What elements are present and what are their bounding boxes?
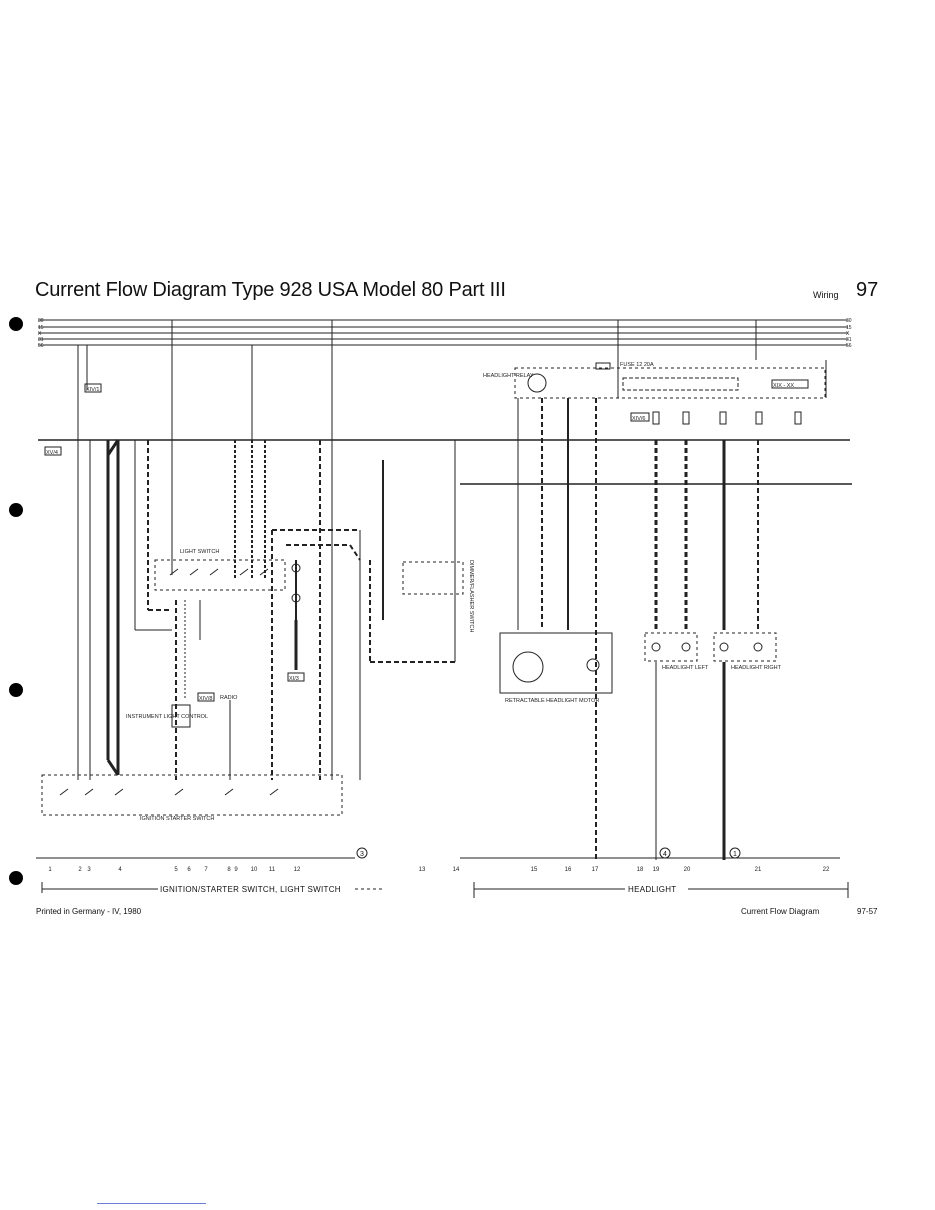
track-number: 22 xyxy=(823,867,830,873)
binder-hole-4 xyxy=(9,871,23,885)
bus-label-31-right: 31 xyxy=(846,337,852,343)
track-number: 3 xyxy=(87,867,91,873)
bottom-link-line xyxy=(97,1203,206,1204)
bus-label-56: 56 xyxy=(38,343,44,349)
fuse-12-label: FUSE 12 20A xyxy=(620,362,654,368)
headlight-left-box xyxy=(644,632,698,662)
bus-label-30-right: 30 xyxy=(846,318,852,324)
track-number: 15 xyxy=(531,867,538,873)
track-number: 14 xyxy=(453,867,460,873)
fuse-right-low xyxy=(719,411,727,425)
bus-label-30: 30 xyxy=(38,318,44,324)
headlight-left-label: HEADLIGHT LEFT xyxy=(662,665,709,671)
track-number: 5 xyxy=(174,867,178,873)
light-switch-label: LIGHT SWITCH xyxy=(180,549,219,555)
radio-label: RADIO xyxy=(220,695,238,701)
bus-label-15-right: 15 xyxy=(846,325,852,331)
track-number: 16 xyxy=(565,867,572,873)
track-number: 6 xyxy=(187,867,191,873)
track-number: 19 xyxy=(653,867,660,873)
footer-printed: Printed in Germany - IV, 1980 xyxy=(36,907,142,916)
bus-label-31: 31 xyxy=(38,337,44,343)
ignition-switch-label: IGNITION STARTER SWITCH xyxy=(140,816,214,822)
bus-label-56-right: 56 xyxy=(846,343,852,349)
motor-symbol xyxy=(512,651,544,683)
page-number: 97 xyxy=(856,279,879,301)
instr-light-rheostat xyxy=(171,704,191,728)
lamp-symbols xyxy=(651,642,763,652)
track-number: 2 xyxy=(78,867,82,873)
relay-coil xyxy=(527,373,547,393)
track-number: 8 xyxy=(227,867,231,873)
retractable-motor-label: RETRACTABLE HEADLIGHT MOTOR xyxy=(505,698,599,704)
connector-tag: XIX - XX xyxy=(773,383,794,389)
light-switch-block xyxy=(154,559,286,591)
track-number: 10 xyxy=(251,867,258,873)
binder-hole-3 xyxy=(9,683,23,697)
connector-tag: XI/3 xyxy=(289,676,299,682)
instr-light-control-label: INSTRUMENT LIGHT CONTROL xyxy=(126,714,208,720)
dimmer-switch-label: DIMMER/FLASHER SWITCH xyxy=(468,560,474,632)
fuse-12 xyxy=(595,362,611,370)
section-label: Wiring xyxy=(813,290,839,300)
fuse-left-high xyxy=(682,411,690,425)
track-number: 7 xyxy=(204,867,208,873)
track-number: 17 xyxy=(592,867,599,873)
track-number: 9 xyxy=(234,867,238,873)
connector-tag: XIV/8 xyxy=(199,696,212,702)
fuse-right-high xyxy=(755,411,763,425)
track-number: 1 xyxy=(48,867,52,873)
bus-label-15: 15 xyxy=(38,325,44,331)
track-number: 4 xyxy=(118,867,122,873)
group-label-ignition: IGNITION/STARTER SWITCH, LIGHT SWITCH xyxy=(160,885,341,894)
fuse-left-low xyxy=(652,411,660,425)
ignition-switch-block xyxy=(41,774,343,816)
headlight-right-label: HEADLIGHT RIGHT xyxy=(731,665,782,671)
binder-hole-2 xyxy=(9,503,23,517)
track-number: 21 xyxy=(755,867,762,873)
relay-block xyxy=(514,367,826,399)
retractable-motor-box xyxy=(499,632,613,694)
connector-tag: XIV/6 xyxy=(632,416,645,422)
headlight-relay-label: HEADLIGHT RELAY xyxy=(483,373,534,379)
footer-code: 97-57 xyxy=(857,907,878,916)
connector-tag: XIV/1 xyxy=(86,387,99,393)
reference-mark: 1 xyxy=(733,851,737,858)
bus-label-x-right: X xyxy=(846,331,850,337)
reference-mark: 3 xyxy=(360,851,364,858)
fuse-spare xyxy=(794,411,802,425)
track-number: 18 xyxy=(637,867,644,873)
switch-contacts xyxy=(59,568,279,796)
dimmer-switch-block xyxy=(402,561,464,595)
track-number: 12 xyxy=(294,867,301,873)
reference-mark: 4 xyxy=(663,851,667,858)
track-number: 20 xyxy=(684,867,691,873)
footer-doc-name: Current Flow Diagram xyxy=(741,907,820,916)
connector-tag: XV/4 xyxy=(46,450,58,456)
bus-label-x: X xyxy=(38,331,42,337)
track-number: 11 xyxy=(269,867,276,873)
group-label-headlight: HEADLIGHT xyxy=(628,885,677,894)
page-title: Current Flow Diagram Type 928 USA Model … xyxy=(35,279,506,301)
binder-hole-1 xyxy=(9,317,23,331)
track-number: 13 xyxy=(419,867,426,873)
headlight-right-box xyxy=(713,632,777,662)
